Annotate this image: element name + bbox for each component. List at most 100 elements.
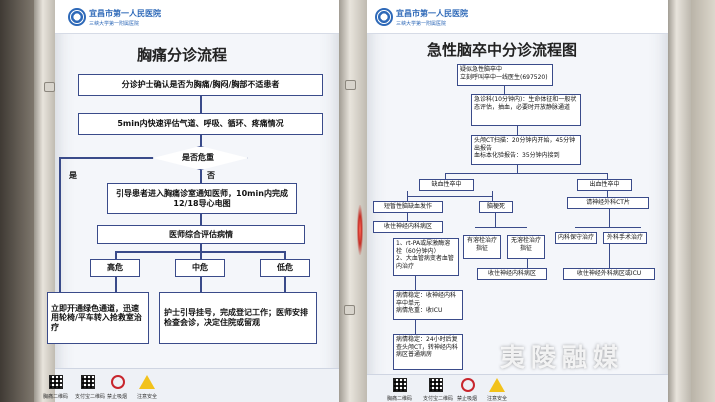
connector [284,251,286,259]
connector [59,157,61,292]
footer-label: 注意安全 [487,396,508,402]
qr-code-icon [49,375,63,389]
triage-confirm-box: 分诊护士确认是否为胸痛/胸闷/胸部不适患者 [78,74,323,96]
poster-header: 宜昌市第一人民医院 三峡大学第一附属医院 [367,0,668,34]
connector [445,173,446,179]
connector [517,126,518,135]
connector [200,214,202,225]
connector [284,277,286,292]
poster-footer: 胸痛二维码 支付宝二维码 禁止吸烟 注意安全 [43,368,339,402]
surgical-treatment-box: 外科手术治疗 [603,232,647,244]
admit-surgery-icu-box: 收住神经外科病区或ICU [563,268,655,280]
frame-handle [44,82,55,92]
warning-icon [139,375,155,389]
admit-neuro-box-2: 收住神经内科病区 [477,268,547,280]
hemorrhagic-box: 出血性卒中 [577,179,632,191]
hospital-logo-icon [68,8,86,26]
connector [407,196,492,197]
connector [200,96,202,113]
stable-box: 病情稳定：收神经内科卒中单元 病情危重：收ICU [393,290,463,320]
consult-box: 急诊科(10分钟内)：生命体征和一般状态评估，抽血，必要时开放静脉通道 [471,94,581,126]
red-light [357,205,363,255]
high-risk-box: 高危 [90,259,140,277]
connector [115,251,117,259]
connector [492,191,493,201]
hospital-subname: 三峡大学第一附属医院 [89,21,140,27]
footer-label: 支付宝二维码 [75,394,106,400]
connector [200,135,202,147]
chest-pain-poster: 宜昌市第一人民医院 三峡大学第一附属医院 胸痛分诊流程 分诊护士确认是否为胸痛/… [43,0,339,402]
no-smoking-icon [111,375,125,389]
page-title: 胸痛分诊流程 [137,46,228,64]
connector [609,209,610,227]
connector [445,173,607,174]
no-smoking-icon [461,378,475,392]
connector [517,165,518,173]
qr-code-icon [429,378,443,392]
wall-left [0,0,40,402]
ischemic-box: 缺血性卒中 [419,179,474,191]
rtpa-box: 1、rt-PA或尿激酶溶栓（60分钟内） 2、大血管病变者血管内治疗 [393,238,459,276]
poster-header: 宜昌市第一人民医院 三峡大学第一附属医院 [55,0,339,34]
nurse-register-box: 护士引导挂号，完成登记工作；医师安排检查会诊，决定住院或留观 [159,292,317,344]
hospital-logo-icon [375,8,393,26]
yes-label: 是 [69,171,77,180]
connector [200,251,202,259]
hospital-subname: 三峡大学第一附属医院 [396,21,447,27]
poster-frame-right [667,0,691,402]
connector [504,86,505,94]
qr-code-icon [393,378,407,392]
footer-label: 注意安全 [137,394,158,400]
medical-treatment-box: 内科保守治疗 [555,232,597,244]
recheck-box: 病情稳定：24小时后复查头颅CT，转神经内科病区普通病房 [393,334,463,370]
guide-box: 引导患者进入胸痛诊室通知医师，10min内完成12/18导心电图 [107,183,297,214]
page-title: 急性脑卒中分诊流程图 [427,41,578,59]
connector [415,320,416,334]
connector [200,170,202,183]
footer-label: 胸痛二维码 [43,394,69,400]
footer-label: 胸痛二维码 [387,396,413,402]
no-label: 否 [207,171,215,180]
neuro-ct-box: 请神经外科CT片 [567,197,649,209]
connector [475,227,527,228]
has-thrombolysis-box: 有溶栓治疗指征 [463,235,501,259]
evaluate-box: 医师综合评估病情 [97,225,305,244]
connector [609,244,610,268]
suspect-box: 疑似急性脑卒中 立刻呼叫卒中一线医生(697520) [457,64,553,86]
connector [200,277,202,292]
hospital-name: 宜昌市第一人民医院 [89,9,161,18]
connector [527,259,528,268]
low-risk-box: 低危 [260,259,310,277]
footer-label: 支付宝二维码 [423,396,454,402]
qr-code-icon [81,375,95,389]
connector [607,191,608,197]
connector [495,213,496,227]
no-thrombolysis-box: 无溶栓治疗指征 [507,235,545,259]
connector [59,157,153,159]
connector [607,173,608,179]
footer-label: 禁止吸烟 [107,394,128,400]
stroke-poster: 宜昌市第一人民医院 三峡大学第一附属医院 急性脑卒中分诊流程图 疑似急性脑卒中 … [367,0,668,402]
assess-box: 5min内快速评估气道、呼吸、循环、疼痛情况 [78,113,323,135]
wall-right [690,0,715,402]
admit-neuro-box: 收住神经内科病区 [373,221,443,233]
ct-box: 头颅CT扫描：20分钟内开始，45分钟出报告 血标本化验报告：35分钟内接到 [471,135,581,165]
frame-handle [344,305,355,315]
connector [407,213,408,221]
connector [415,276,416,290]
watermark: 夷陵融媒 [500,343,625,372]
mid-risk-box: 中危 [175,259,225,277]
connector [115,277,117,292]
tia-box: 短暂性脑缺血发作 [373,201,443,213]
infarct-box: 脑梗死 [479,201,513,213]
danger-question: 是否危重 [182,153,214,162]
poster-frame-middle [338,0,368,402]
warning-icon [489,378,505,392]
connector [200,244,202,251]
green-channel-box: 立即开通绿色通道，迅速用轮椅/平车转入抢救室治疗 [47,292,149,344]
hospital-name: 宜昌市第一人民医院 [396,9,468,18]
poster-footer: 胸痛二维码 支付宝二维码 禁止吸烟 注意安全 [367,374,668,402]
frame-handle [345,80,356,90]
connector [575,227,641,228]
footer-label: 禁止吸烟 [457,396,478,402]
